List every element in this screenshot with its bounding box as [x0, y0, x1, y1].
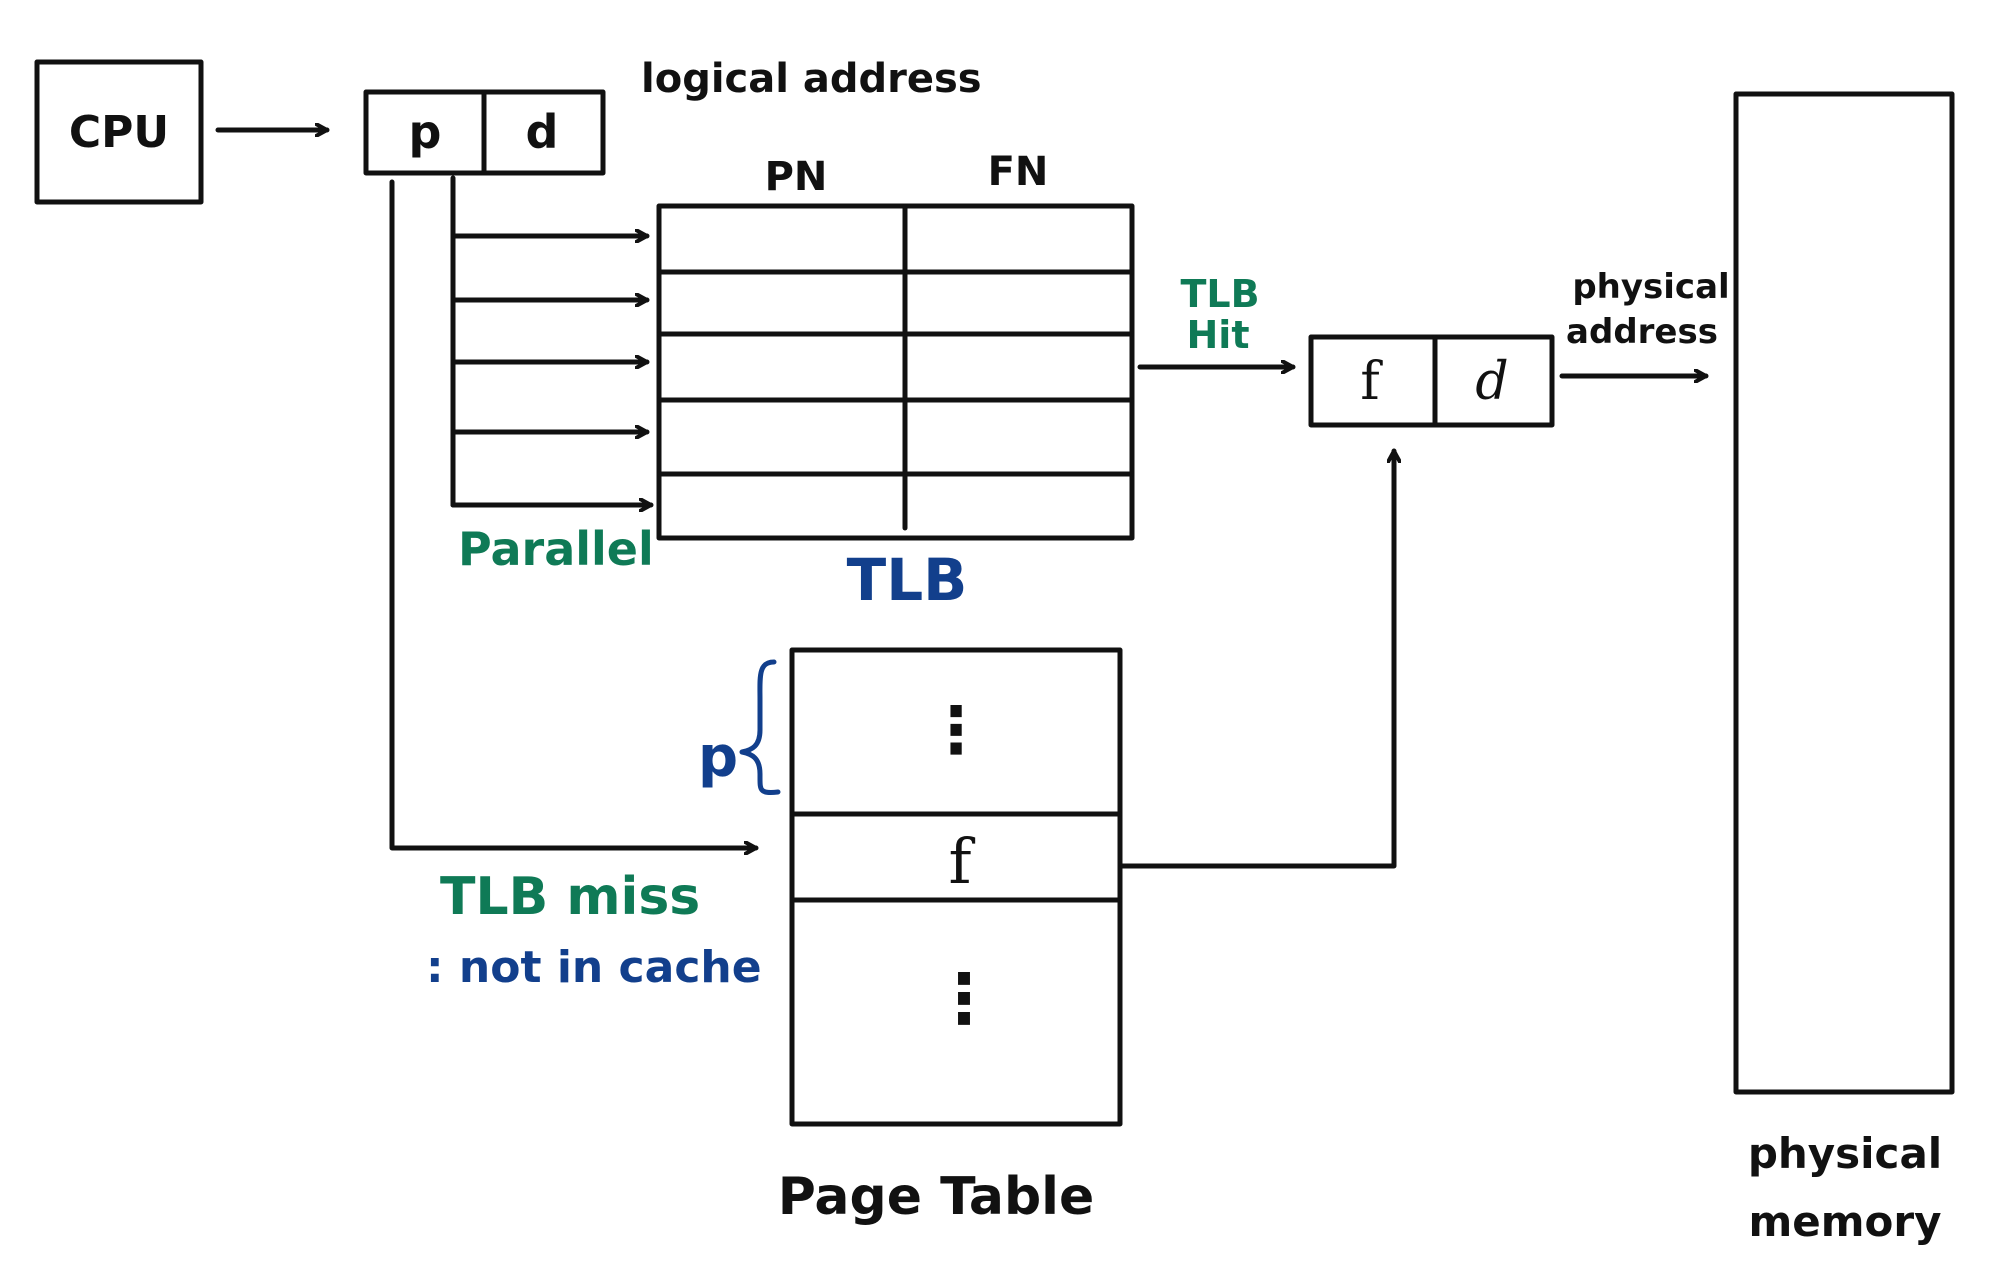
not-in-cache-label: : not in cache — [426, 942, 762, 993]
parallel-search-arrows — [450, 175, 654, 505]
tlb-table — [656, 203, 1135, 541]
cpu-label: CPU — [69, 107, 169, 158]
logical-address-label: logical address — [641, 56, 982, 102]
page-index-brace: p — [698, 659, 781, 795]
page-index-label: p — [698, 725, 738, 790]
physical-address-label-line1: physical — [1572, 267, 1729, 307]
physical-memory-label-line2: memory — [1749, 1197, 1942, 1246]
page-table-dots-bottom: ⋮ — [930, 960, 998, 1039]
pn-header: PN — [765, 154, 828, 200]
physical-address-label-line2: address — [1566, 312, 1718, 352]
frame-label: f — [1360, 352, 1383, 412]
tlb-hit-label-line2: Hit — [1187, 313, 1250, 357]
cpu-box: CPU — [34, 59, 204, 205]
parallel-label: Parallel — [458, 522, 654, 576]
physical-offset-label: d — [1475, 352, 1508, 412]
tlb-miss-arrow — [389, 179, 759, 848]
tlb-miss-label: TLB miss — [440, 867, 700, 927]
page-table-dots-top: ⋮ — [924, 694, 988, 768]
offset-label: d — [526, 105, 559, 159]
physical-memory-box — [1733, 91, 1955, 1095]
page-table-label: Page Table — [778, 1167, 1095, 1227]
fn-header: FN — [988, 149, 1049, 195]
tlb-label: TLB — [847, 546, 968, 614]
page-number-label: p — [409, 105, 442, 159]
page-table-to-frame-arrow — [1119, 448, 1394, 869]
logical-address-box: p d — [363, 89, 606, 176]
physical-memory-label-line1: physical — [1748, 1129, 1942, 1178]
physical-address-box: f d — [1308, 334, 1555, 428]
tlb-hit-label-line1: TLB — [1180, 272, 1259, 316]
page-table: ⋮ f ⋮ — [789, 647, 1123, 1127]
page-table-frame-entry: f — [949, 825, 976, 898]
